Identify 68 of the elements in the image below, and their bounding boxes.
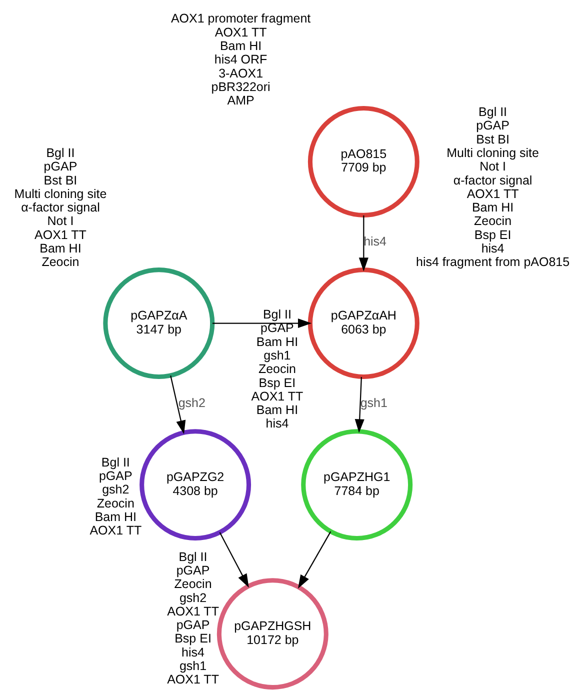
node-label: Bgl II xyxy=(178,550,208,564)
node-label: Bam HI xyxy=(40,242,82,256)
node-label: his4 xyxy=(182,645,204,660)
node-label: 3-AOX1 xyxy=(218,66,264,80)
node-label: pGAP xyxy=(98,469,132,484)
arrow xyxy=(219,532,249,588)
node-label: Zeocin xyxy=(258,362,296,376)
node-label: α-factor signal xyxy=(453,173,532,188)
edge-label: gsh2 xyxy=(178,396,206,410)
node-label: AOX1 TT xyxy=(214,25,267,40)
node-label: his4 ORF xyxy=(214,52,268,67)
node-label: Bam HI xyxy=(256,403,298,418)
node-label: Bam HI xyxy=(220,39,262,53)
node-label: pGAP xyxy=(476,118,510,133)
node-label: AOX1 promoter fragment xyxy=(170,12,311,26)
node-label: Zeocin xyxy=(42,255,80,270)
arrow xyxy=(212,318,312,328)
node-label: AOX1 TT xyxy=(167,672,219,687)
arrow xyxy=(298,531,332,589)
node-label: Not I xyxy=(47,214,74,228)
node-label: Bsp EI xyxy=(174,632,212,646)
node-label: pGAP xyxy=(176,618,210,632)
node-label: Bam HI xyxy=(472,200,514,215)
node-label: gsh2 xyxy=(179,590,207,605)
edge-label: his4 xyxy=(364,234,387,249)
node-label: AOX1 TT xyxy=(466,186,519,201)
node-label: AOX1 TT xyxy=(251,389,304,404)
node-label: Bsp EI xyxy=(474,228,512,242)
node-circle: pGAPZαA 3147 bp xyxy=(103,268,215,379)
node-label: gsh1 xyxy=(179,659,207,674)
node-label: Bst BI xyxy=(476,132,510,146)
node-label: Bam HI xyxy=(256,334,298,349)
node-label: AOX1 TT xyxy=(34,228,86,242)
node-label: pGAP xyxy=(44,160,78,174)
node-label: Multi cloning site xyxy=(446,146,539,160)
node-label: his4 fragment from pAO815 xyxy=(416,255,570,270)
node-label: Zeocin xyxy=(474,214,512,228)
node-circle: pAO815 7709 bp xyxy=(308,106,420,218)
node-circle: pGAPZHG1 7784 bp xyxy=(301,429,413,541)
node-label: gsh1 xyxy=(264,348,291,362)
node-label: Bgl II xyxy=(478,104,508,119)
node-label: Not I xyxy=(480,160,506,174)
arrow xyxy=(170,376,186,434)
node-label: pBR322ori xyxy=(211,80,270,94)
node-label: Bgl II xyxy=(101,455,130,470)
node-label: Multi cloning site xyxy=(14,186,107,201)
node-label: pGAP xyxy=(260,321,294,336)
node-circle: pGAPZHGSH 10172 bp xyxy=(216,578,328,690)
node-label: AOX1 TT xyxy=(90,524,142,538)
node-label: pGAP xyxy=(176,563,210,578)
node-label: α-factor signal xyxy=(21,200,100,215)
node-label: Bsp EI xyxy=(258,376,296,390)
node-label: Bgl II xyxy=(46,146,75,160)
arrow xyxy=(354,376,364,433)
node-label: his4 xyxy=(266,416,289,431)
node-label: Zeocin xyxy=(96,496,134,510)
node-label: Zeocin xyxy=(174,577,212,592)
node-label: Bgl II xyxy=(262,307,292,322)
node-label: gsh2 xyxy=(102,482,130,497)
node-label: AOX1 TT xyxy=(167,604,219,618)
node-label: AMP xyxy=(227,94,254,108)
node-label: Bst BI xyxy=(44,173,78,188)
edge-label: gsh1 xyxy=(360,396,388,410)
node-label: his4 xyxy=(481,242,504,256)
node-circle: pGAPZαAH 6063 bp xyxy=(308,268,420,379)
arrow xyxy=(358,215,368,272)
node-label: Bam HI xyxy=(94,510,137,524)
node-circle: pGAPZG2 4308 bp xyxy=(140,429,252,541)
